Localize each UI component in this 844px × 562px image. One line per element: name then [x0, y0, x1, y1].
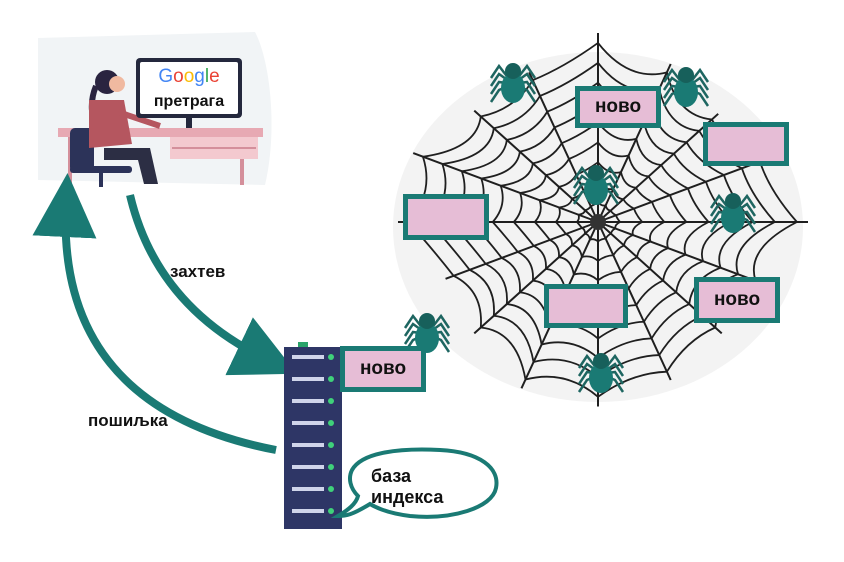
speech-bubble-icon	[330, 447, 499, 519]
request-arrow	[126, 194, 297, 376]
spider-icon	[577, 353, 625, 393]
server-led	[328, 376, 334, 382]
spider-icon	[572, 165, 620, 205]
page-box-top: ново	[575, 86, 661, 128]
spider-icon	[709, 193, 757, 233]
page-box-blank-2	[403, 194, 489, 240]
person-at-desk-icon	[38, 32, 272, 187]
request-label: захтев	[170, 262, 226, 281]
server-slot	[292, 509, 324, 513]
google-logo: Google	[158, 66, 219, 87]
server-led	[328, 486, 334, 492]
server-led	[328, 420, 334, 426]
monitor-label: претрага	[154, 93, 224, 110]
server-rack-icon	[284, 342, 342, 529]
page-box-blank-1	[703, 122, 789, 166]
page-box-blank-3	[544, 284, 628, 328]
response-arrow	[32, 173, 277, 454]
server-slot	[292, 377, 324, 381]
server-slot	[292, 355, 324, 359]
server-slot	[292, 487, 324, 491]
bubble-text-line2: индекса	[371, 487, 444, 507]
server-led	[328, 464, 334, 470]
server-slot	[292, 399, 324, 403]
spider-icon	[489, 63, 537, 103]
spider-icon	[662, 67, 710, 107]
response-label: пошиљка	[88, 411, 168, 430]
server-led	[328, 508, 334, 514]
server-led	[328, 354, 334, 360]
page-box-right: ново	[694, 277, 780, 323]
server-led	[328, 442, 334, 448]
page-box-server-side: ново	[340, 346, 426, 392]
server-slot	[292, 465, 324, 469]
server-slot	[292, 443, 324, 447]
server-slot	[292, 421, 324, 425]
bubble-text-line1: база	[371, 466, 412, 486]
server-led	[328, 398, 334, 404]
